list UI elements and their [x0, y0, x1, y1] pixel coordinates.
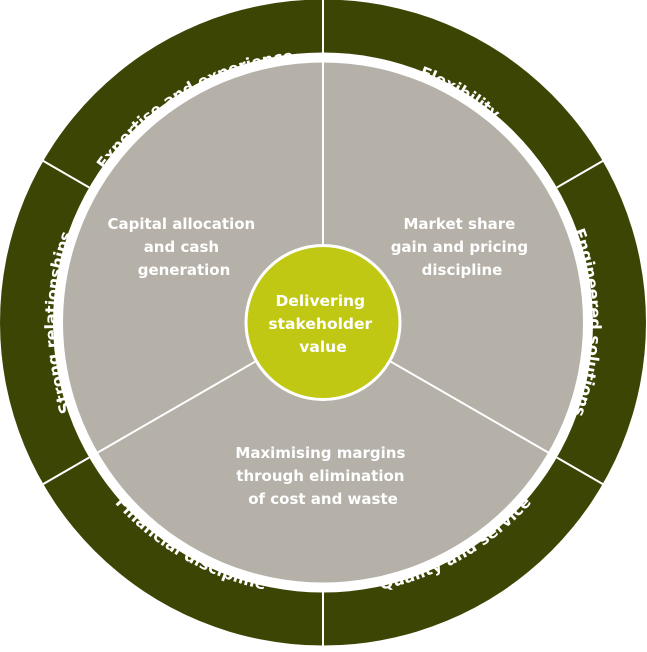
segment-label-market-share: Market share gain and pricing discipline — [391, 215, 534, 279]
center-label-line: value — [299, 338, 346, 356]
center-label-line: Delivering — [275, 292, 365, 310]
ring-dividers — [42, 0, 604, 646]
center-label: Delivering stakeholder value — [268, 292, 377, 356]
segment-label-line: Maximising margins — [235, 444, 405, 462]
segment-label-line: and cash — [144, 238, 219, 256]
segment-label-line: generation — [138, 261, 231, 279]
segment-label-line: gain and pricing — [391, 238, 528, 256]
segment-label-maximising-margins: Maximising margins through elimination o… — [235, 444, 410, 508]
segment-label-line: of cost and waste — [248, 490, 398, 508]
segment-label-capital-allocation: Capital allocation and cash generation — [108, 215, 261, 279]
segment-label-line: Market share — [403, 215, 515, 233]
ring-divider — [42, 456, 90, 486]
segment-label-line: through elimination — [236, 467, 404, 485]
ring-divider — [42, 159, 90, 189]
center-label-line: stakeholder — [268, 315, 372, 333]
ring-divider — [556, 159, 604, 189]
center-circle — [244, 244, 402, 401]
ring-divider — [556, 456, 604, 486]
segment-label-line: discipline — [422, 261, 503, 279]
segment-label-line: Capital allocation — [108, 215, 256, 233]
